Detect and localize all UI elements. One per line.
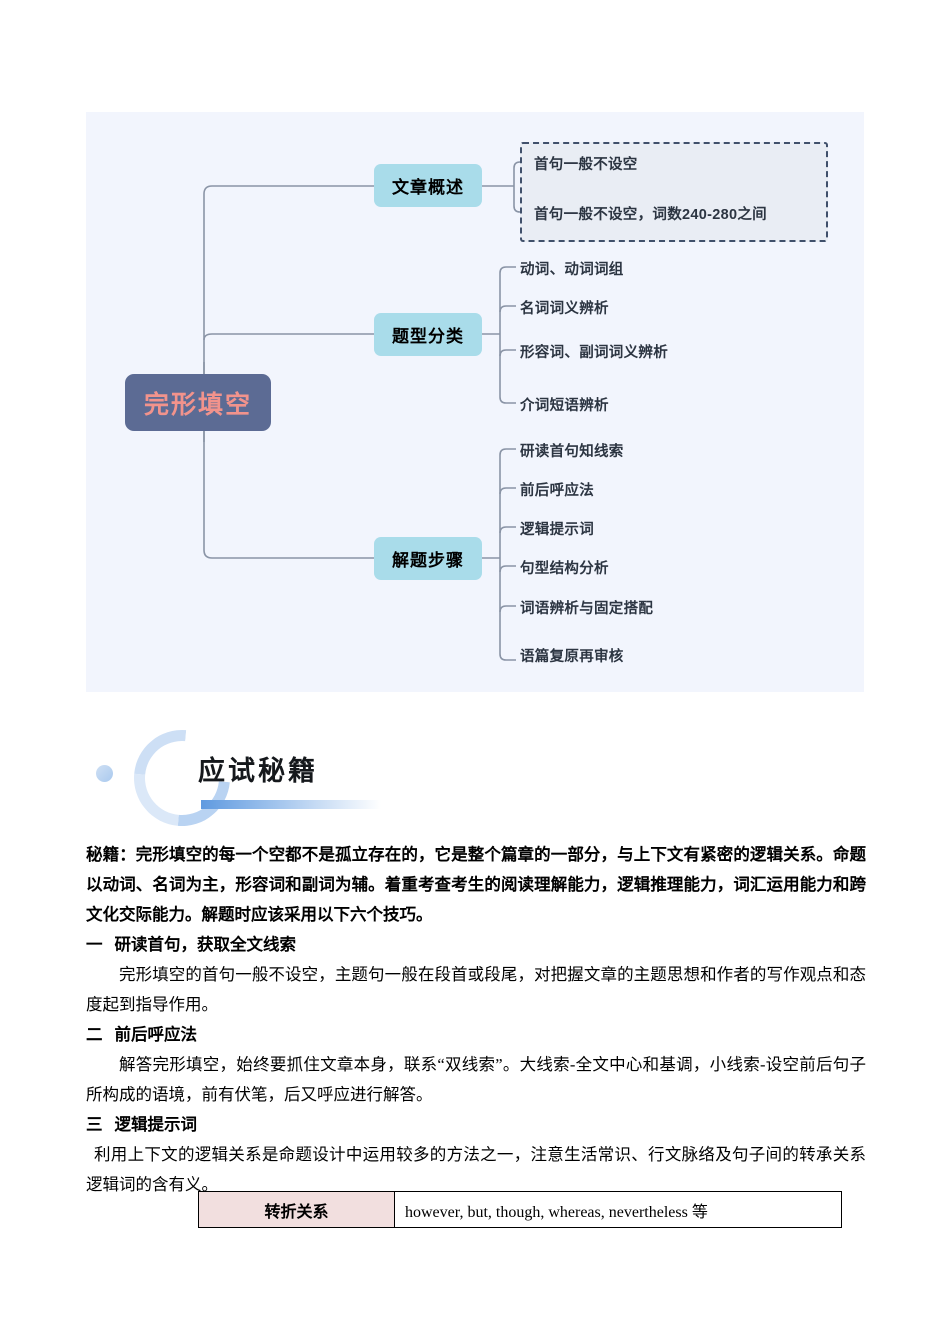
section-heading-1: 一研读首句，获取全文线索 (86, 930, 866, 960)
mindmap-leaf-3-5[interactable]: 词语辨析与固定搭配 (520, 597, 653, 618)
mindmap-branch-label-2: 题型分类 (392, 327, 464, 346)
section-number-3: 三 (86, 1115, 103, 1134)
mindmap-leaf-3-6[interactable]: 语篇复原再审核 (520, 645, 624, 666)
mindmap-leaf-label: 名词词义辨析 (520, 301, 609, 317)
section-number-2: 二 (86, 1025, 103, 1044)
section-number-1: 一 (86, 935, 103, 954)
mindmap-branch-node-3[interactable]: 解题步骤 (374, 537, 482, 580)
section-title-2: 前后呼应法 (114, 1025, 198, 1044)
section-title-3: 逻辑提示词 (114, 1115, 198, 1134)
article-body: 秘籍：完形填空的每一个空都不是孤立存在的，它是整个篇章的一部分，与上下文有紧密的… (86, 840, 866, 1200)
mindmap-leaf-2-1[interactable]: 动词、动词词组 (520, 258, 624, 279)
mindmap-leaf-1-2[interactable]: 首句一般不设空，词数240-280之间 (534, 203, 767, 224)
section-heading-2: 二前后呼应法 (86, 1020, 866, 1050)
table-cell-relation-words: however, but, though, whereas, neverthel… (394, 1191, 842, 1228)
mindmap-leaf-label: 前后呼应法 (520, 483, 594, 499)
mindmap-leaf-3-3[interactable]: 逻辑提示词 (520, 518, 594, 539)
dot-decoration-icon (96, 765, 113, 782)
section-header-title: 应试秘籍 (198, 756, 318, 786)
mindmap-leaf-label: 首句一般不设空 (534, 157, 638, 173)
mindmap-leaf-1-1[interactable]: 首句一般不设空 (534, 153, 638, 174)
mindmap-branch-node-2[interactable]: 题型分类 (374, 313, 482, 356)
mindmap-leaf-3-4[interactable]: 句型结构分析 (520, 557, 609, 578)
mindmap-leaf-label: 动词、动词词组 (520, 262, 624, 278)
mindmap-panel: 完形填空 文章概述 题型分类 解题步骤 首句一般不设空 首句一般不设空，词数24… (86, 112, 864, 692)
mindmap-leaf-label: 首句一般不设空，词数240-280之间 (534, 207, 767, 223)
mindmap-leaf-label: 语篇复原再审核 (520, 649, 624, 665)
section-body-3: 利用上下文的逻辑关系是命题设计中运用较多的方法之一，注意生活常识、行文脉络及句子… (86, 1145, 866, 1194)
gradient-bar-decoration (201, 800, 381, 809)
lede-paragraph: 秘籍：完形填空的每一个空都不是孤立存在的，它是整个篇章的一部分，与上下文有紧密的… (86, 845, 866, 924)
mindmap-leaf-label: 研读首句知线索 (520, 444, 624, 460)
table-row: 转折关系 however, but, though, whereas, neve… (198, 1191, 842, 1228)
section-body-1: 完形填空的首句一般不设空，主题句一般在段首或段尾，对把握文章的主题思想和作者的写… (86, 965, 866, 1014)
dashed-group-box (520, 142, 828, 242)
mindmap-branch-node-1[interactable]: 文章概述 (374, 164, 482, 207)
mindmap-leaf-label: 句型结构分析 (520, 561, 609, 577)
mindmap-leaf-3-1[interactable]: 研读首句知线索 (520, 440, 624, 461)
section-heading-3: 三逻辑提示词 (86, 1110, 866, 1140)
section-title-1: 研读首句，获取全文线索 (114, 935, 297, 954)
logic-connectors-table: 转折关系 however, but, though, whereas, neve… (198, 1191, 842, 1228)
mindmap-leaf-2-2[interactable]: 名词词义辨析 (520, 297, 609, 318)
mindmap-branch-label-3: 解题步骤 (392, 551, 464, 570)
mindmap-leaf-2-4[interactable]: 介词短语辨析 (520, 394, 609, 415)
mindmap-branch-label-1: 文章概述 (392, 178, 464, 197)
mindmap-center-label: 完形填空 (143, 390, 252, 419)
mindmap-leaf-label: 逻辑提示词 (520, 522, 594, 538)
table-cell-relation-label: 转折关系 (198, 1191, 395, 1228)
mindmap-leaf-3-2[interactable]: 前后呼应法 (520, 479, 594, 500)
mindmap-center-node[interactable]: 完形填空 (125, 374, 271, 431)
section-body-2: 解答完形填空，始终要抓住文章本身，联系“双线索”。大线索-全文中心和基调，小线索… (86, 1055, 866, 1104)
mindmap-leaf-2-3[interactable]: 形容词、副词词义辨析 (520, 341, 668, 362)
mindmap-leaf-label: 词语辨析与固定搭配 (520, 601, 654, 617)
mindmap-leaf-label: 形容词、副词词义辨析 (520, 345, 668, 361)
section-header-banner: 应试秘籍 (86, 710, 416, 846)
mindmap-leaf-label: 介词短语辨析 (520, 398, 609, 414)
